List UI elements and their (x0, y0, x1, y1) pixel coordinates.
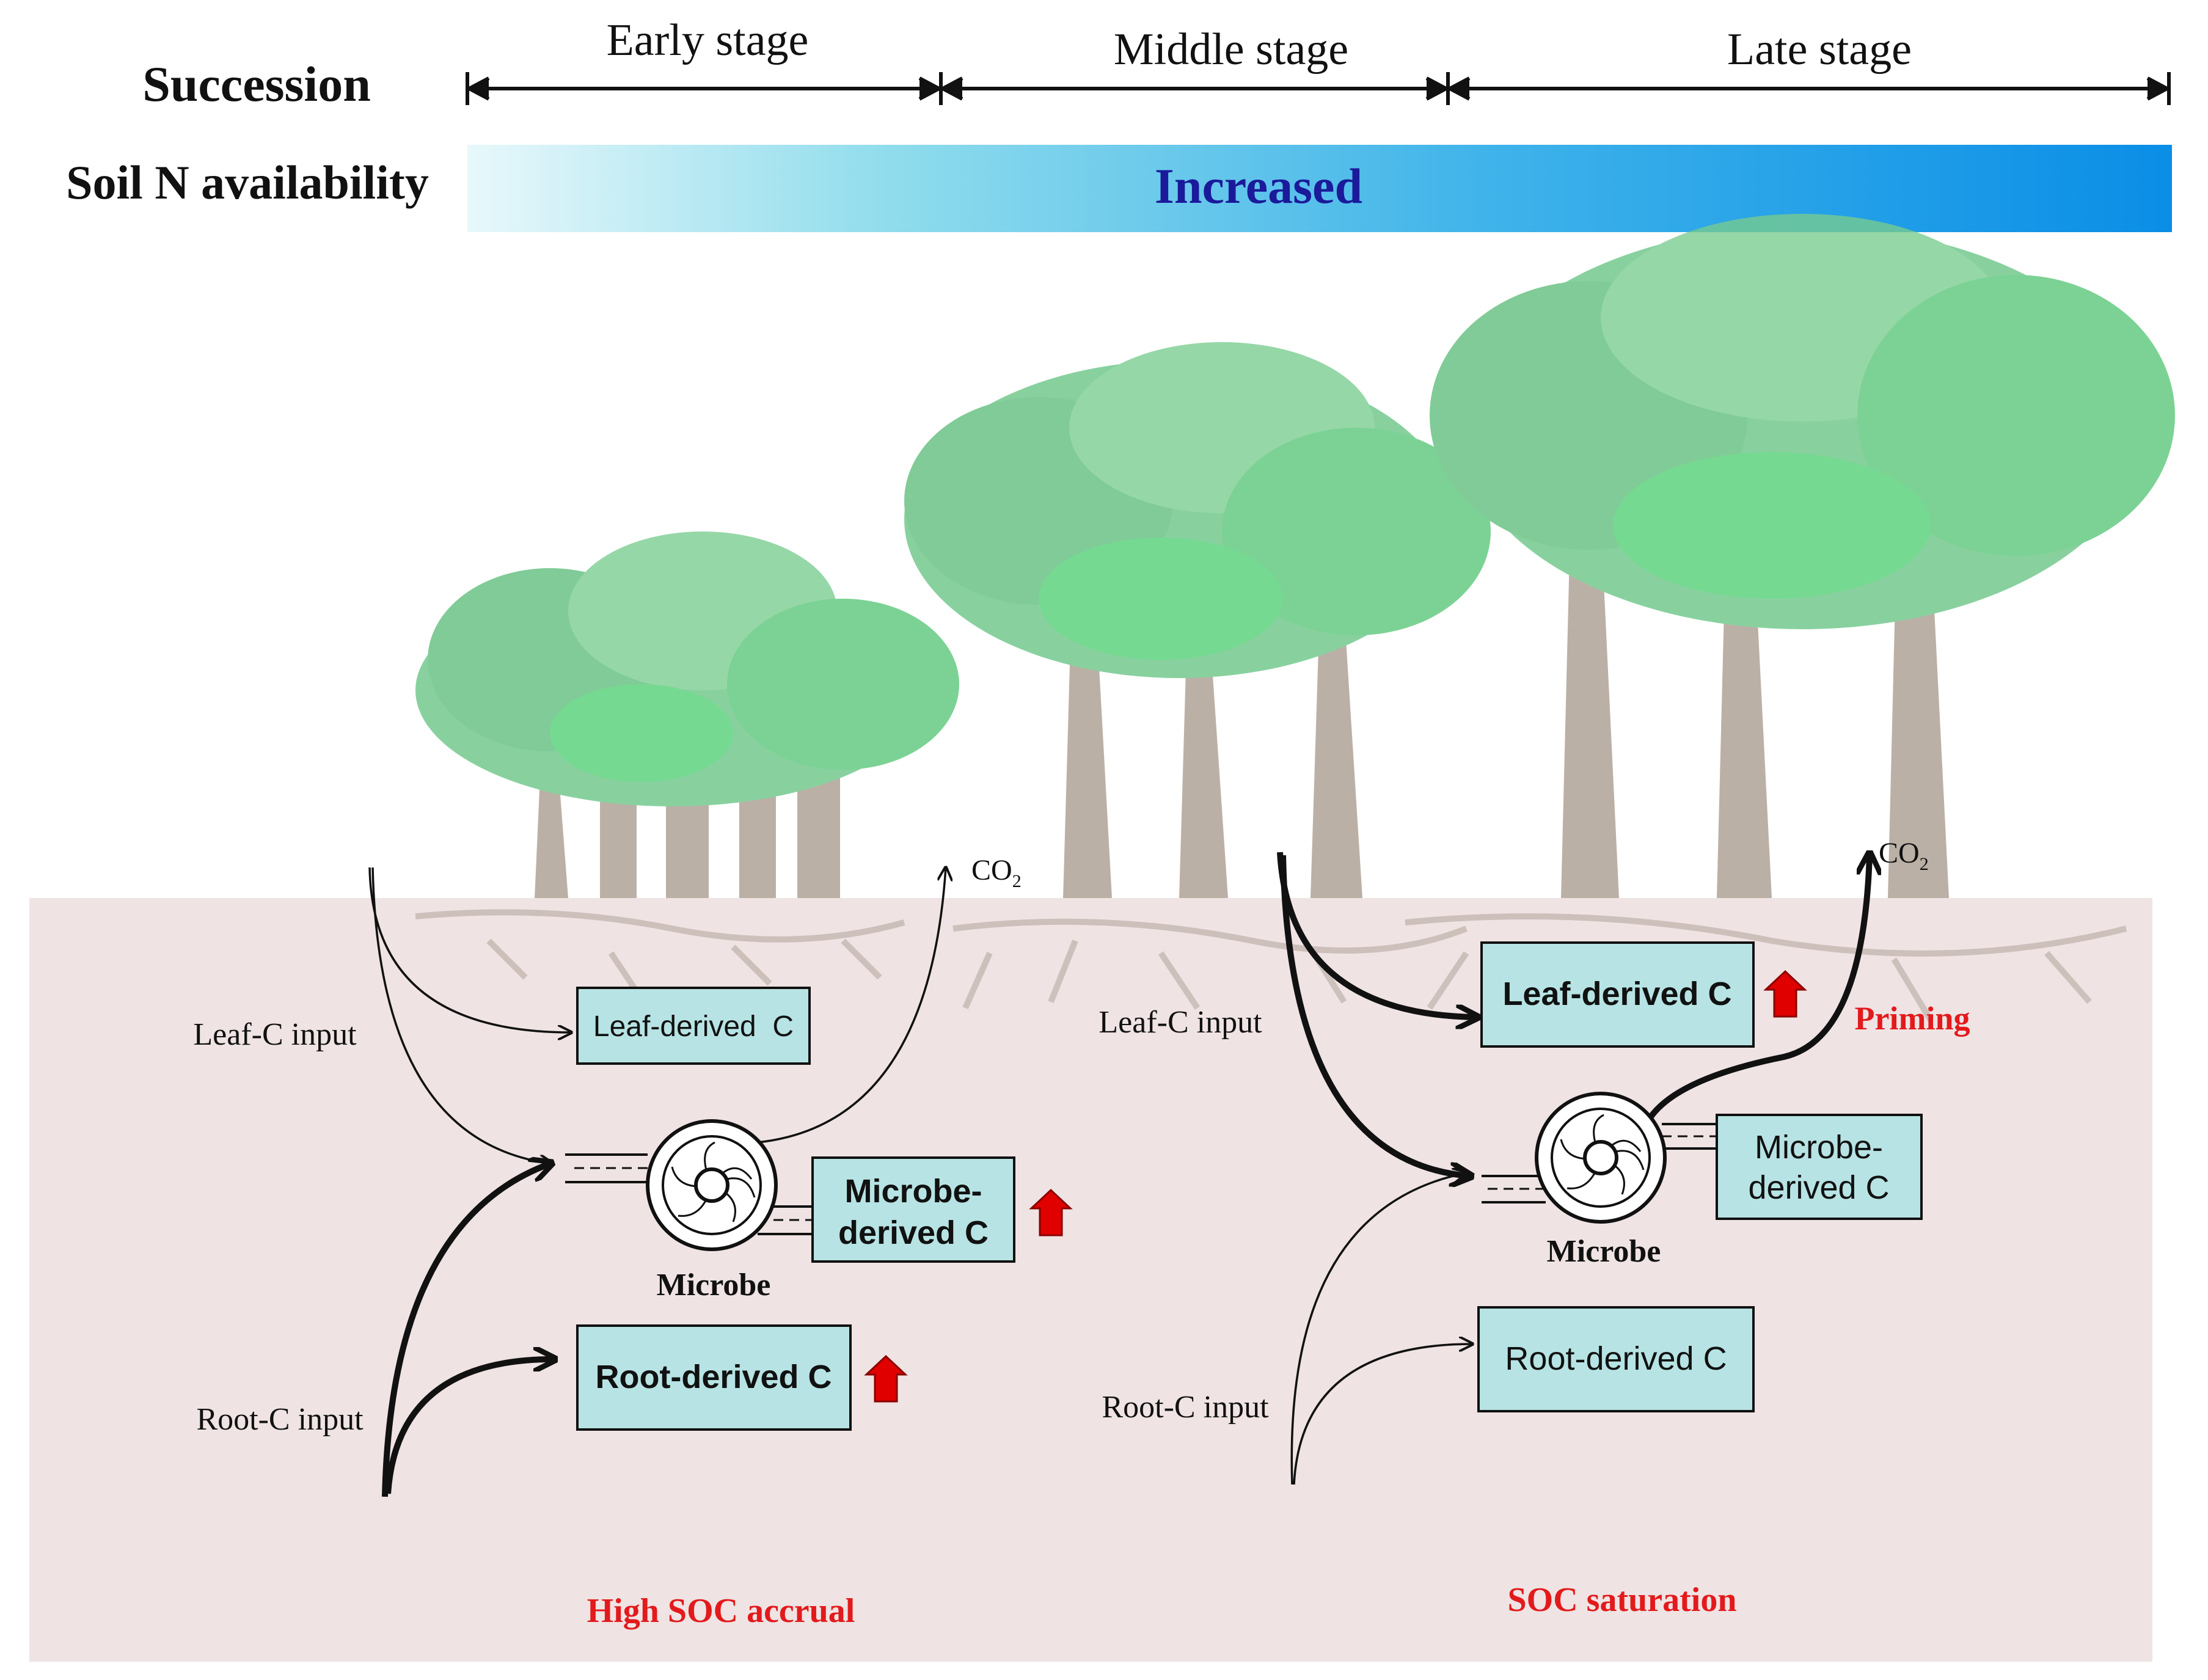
left-microbe-to-co2-arrow (757, 867, 946, 1144)
left-root-increase-icon (864, 1354, 908, 1403)
right-outcome-label: SOC saturation (1508, 1581, 1737, 1619)
succession-label: Succession (142, 56, 371, 112)
succession-timeline (465, 72, 2171, 105)
left-microbe-derived-label-line1: Microbe- (844, 1173, 982, 1210)
left-leaf-derived-label: Leaf-derived C (593, 1010, 794, 1043)
right-microbe-derived-label-line1: Microbe- (1755, 1129, 1883, 1166)
right-microbe-derived-box (1716, 1114, 1923, 1220)
right-leaf-increase-icon (1763, 970, 1807, 1018)
forest-illustration (415, 214, 2175, 1028)
right-leaf-derived-label: Leaf-derived C (1502, 976, 1731, 1012)
left-root-input-label: Root-C input (196, 1402, 364, 1437)
soil-n-label: Soil N availability (66, 156, 429, 209)
left-co2-label: CO2 (971, 854, 1022, 891)
right-microbe-to-co2-arrow (1640, 855, 1870, 1131)
left-microbe-increase-icon (1029, 1188, 1073, 1236)
left-microbe-icon (565, 1119, 813, 1251)
right-microbe-derived-label-line2: derived C (1748, 1169, 1889, 1206)
priming-label: Priming (1855, 1000, 1970, 1037)
right-root-derived-label: Root-derived C (1505, 1340, 1727, 1377)
right-root-to-root-derived-arrow (1293, 1344, 1472, 1485)
left-microbe-derived-box (811, 1156, 1015, 1263)
left-outcome-label: High SOC accrual (587, 1592, 855, 1630)
right-panel: CO2 Leaf-C input Root-C input Leaf-deriv… (1099, 837, 1970, 1619)
left-leaf-derived-box (576, 987, 811, 1065)
right-leaf-input-label: Leaf-C input (1099, 1005, 1262, 1040)
left-leaf-to-microbe-arrow (371, 867, 553, 1164)
stage-label-middle: Middle stage (1114, 24, 1348, 75)
gradient-label: Increased (1155, 158, 1362, 214)
soil-layer (29, 898, 2152, 1662)
left-microbe-label: Microbe (657, 1268, 771, 1302)
left-root-to-root-derived-arrow (385, 1359, 553, 1494)
right-co2-label: CO2 (1879, 837, 1929, 874)
right-microbe-label: Microbe (1547, 1234, 1661, 1269)
right-root-to-microbe-arrow (1290, 1173, 1466, 1485)
left-root-derived-box (576, 1324, 852, 1431)
stage-label-early: Early stage (607, 15, 809, 65)
left-microbe-derived-label-line2: derived C (838, 1214, 989, 1251)
left-panel: CO2 Leaf-C input Root-C input Leaf-deriv… (193, 854, 1073, 1630)
left-root-derived-label: Root-derived C (595, 1359, 832, 1395)
left-leaf-input-label: Leaf-C input (193, 1017, 357, 1052)
early-stage-trees (415, 531, 959, 898)
middle-stage-trees (904, 342, 1491, 898)
right-root-input-label: Root-C input (1102, 1390, 1269, 1425)
left-root-to-microbe-arrow (382, 1164, 550, 1497)
right-microbe-icon (1482, 1092, 1717, 1224)
late-stage-trees (1430, 214, 2175, 898)
right-leaf-derived-box (1480, 941, 1755, 1048)
right-leaf-to-microbe-arrow (1280, 855, 1469, 1176)
stage-label-late: Late stage (1727, 24, 1912, 75)
right-root-derived-box (1477, 1306, 1755, 1412)
soil-n-gradient-bar (467, 145, 2172, 232)
